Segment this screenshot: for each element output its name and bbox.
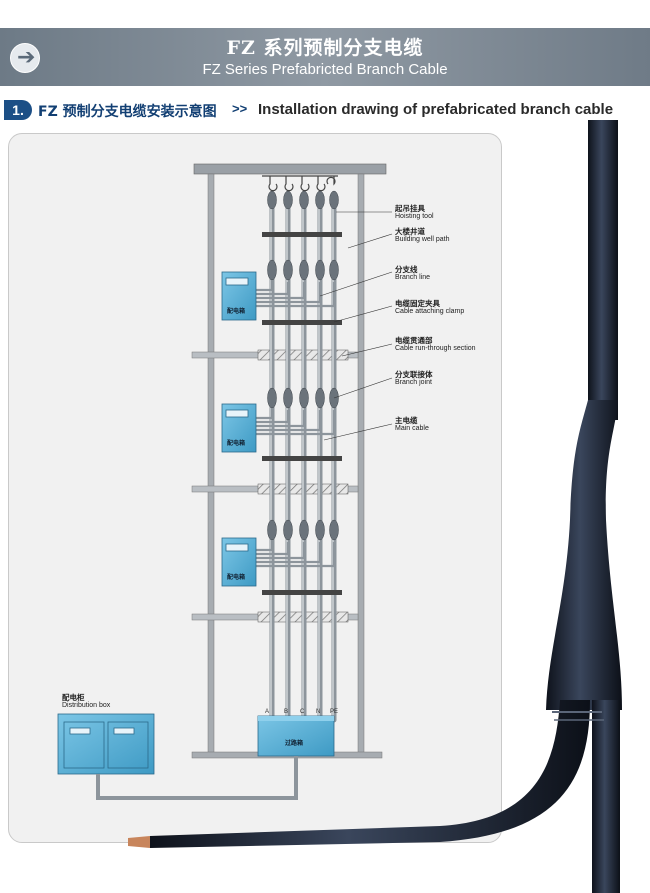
distribution-cabinet (57, 713, 155, 775)
junction-box-label: 过路箱 (285, 740, 304, 747)
branch-lines (256, 280, 336, 568)
phase-b: B (284, 709, 289, 715)
section-separator: >> (232, 101, 248, 116)
hoisting-tool (262, 175, 338, 192)
phase-a: A (265, 709, 270, 715)
arrow-right-icon: ➔ (10, 43, 40, 73)
section-title-cn: FZ 预制分支电缆安装示意图 (38, 104, 217, 120)
phase-n: N (316, 709, 321, 715)
floor-box-label-2: 配电箱 (227, 440, 246, 447)
header-title-cn: FZ 系列预制分支电缆 (226, 37, 424, 59)
floor-box-label-3: 配电箱 (227, 574, 246, 581)
phase-c: C (300, 709, 305, 715)
section-title-en: Installation drawing of prefabricated br… (258, 101, 614, 118)
page-header (0, 28, 650, 86)
junction-box (257, 715, 335, 757)
floor-boxes (221, 271, 257, 587)
phase-pe: PE (330, 709, 339, 715)
feeder-cable (96, 756, 298, 800)
leader-lines (319, 211, 393, 441)
section-number: 1. (4, 100, 32, 120)
floor-box-label-1: 配电箱 (227, 308, 246, 315)
header-title-en: FZ Series Prefabricted Branch Cable (202, 61, 448, 78)
branch-joints (267, 190, 339, 541)
cable-clamps (262, 232, 342, 595)
branch-cable-photo (128, 120, 622, 893)
